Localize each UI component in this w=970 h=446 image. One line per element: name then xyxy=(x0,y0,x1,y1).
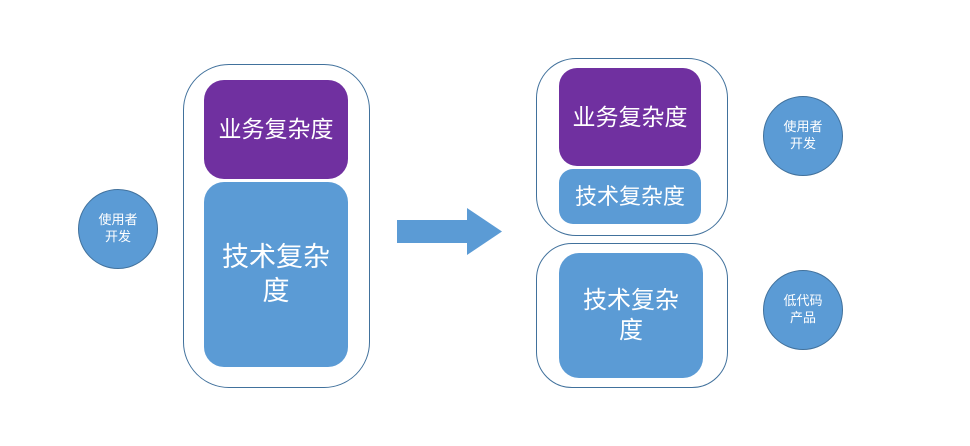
technical-complexity-box-right-small-label: 技术复杂度 xyxy=(574,183,685,209)
user-development-circle-left: 使用者 开发 xyxy=(78,189,158,269)
before-state-container: 业务复杂度 技术复杂 度 xyxy=(183,64,370,388)
technical-complexity-box-left-label: 技术复杂 度 xyxy=(222,241,330,306)
technical-complexity-box-right-small: 技术复杂度 xyxy=(559,169,701,224)
technical-complexity-box-product: 技术复杂 度 xyxy=(559,253,703,378)
right-arrow-icon xyxy=(397,208,502,255)
technical-complexity-box-left: 技术复杂 度 xyxy=(204,182,348,367)
low-code-product-circle-label: 低代码 产品 xyxy=(783,293,823,325)
technical-complexity-box-product-label: 技术复杂 度 xyxy=(583,286,679,344)
business-complexity-box-right: 业务复杂度 xyxy=(559,68,701,166)
user-development-circle-right: 使用者 开发 xyxy=(763,96,843,176)
business-complexity-box-left-label: 业务复杂度 xyxy=(218,116,334,143)
business-complexity-box-right-label: 业务复杂度 xyxy=(572,103,688,130)
user-development-circle-left-label: 使用者 开发 xyxy=(98,212,138,244)
business-complexity-box-left: 业务复杂度 xyxy=(204,80,348,179)
low-code-product-circle: 低代码 产品 xyxy=(763,270,843,350)
after-state-product-container: 技术复杂 度 xyxy=(536,243,728,388)
transformation-arrow xyxy=(397,208,502,255)
user-development-circle-right-label: 使用者 开发 xyxy=(783,119,823,151)
after-state-user-container: 业务复杂度 技术复杂度 xyxy=(536,58,728,236)
